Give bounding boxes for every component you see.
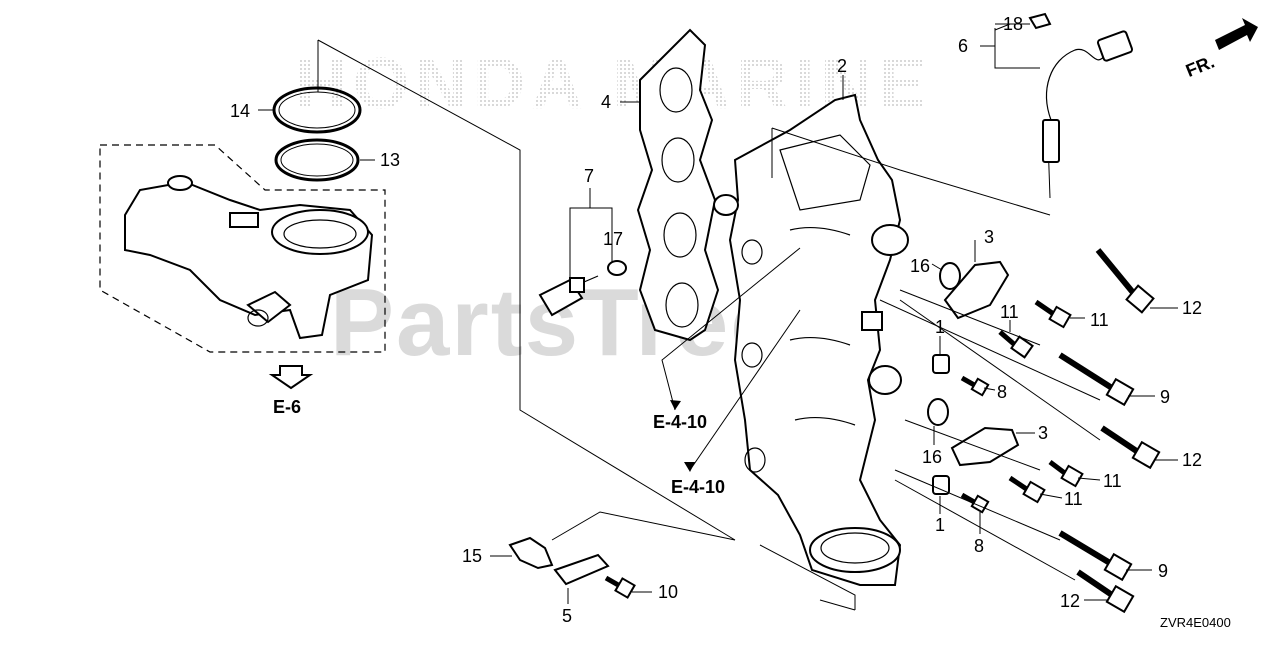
cover-plate-3-lower: [950, 426, 1020, 467]
reference-e6: E-6: [273, 397, 301, 417]
callout-7: 7: [584, 166, 594, 186]
callout-12-top: 12: [1182, 298, 1202, 318]
callout-12-bottom: 12: [1060, 591, 1080, 611]
callout-11-a: 11: [1090, 310, 1109, 330]
thermostat-housing-group: [99, 144, 386, 353]
reference-e4-10-lower: E-4-10: [671, 477, 725, 497]
bolt-8-upper: [960, 375, 990, 397]
gasket-16-upper: [939, 262, 961, 290]
collar-1-upper: [932, 354, 950, 374]
front-direction-arrow: [1215, 18, 1258, 50]
exhaust-manifold-2: [713, 93, 909, 586]
bolt-12-middle: [1100, 425, 1161, 470]
callout-9-upper: 9: [1160, 387, 1170, 407]
direction-marker: FR.: [1183, 52, 1217, 81]
callout-14: 13: [380, 150, 400, 170]
reference-e6-arrow: [268, 365, 314, 390]
callout-1-lower: 1: [935, 515, 945, 535]
o-ring-14: [274, 138, 360, 182]
callout-15: 14: [230, 101, 250, 121]
diagram-code: ZVR4E0400: [1160, 615, 1231, 630]
callout-16-upper: 16: [910, 256, 930, 276]
bolt-10: [604, 575, 636, 599]
callout-4: 4: [601, 92, 611, 112]
callout-11-d: 11: [1064, 489, 1083, 509]
callout-10: 10: [658, 582, 678, 602]
bolt-11-c: [1048, 460, 1084, 488]
callout-16-lower: 16: [922, 447, 942, 467]
bolt-12-bottom: [1076, 569, 1135, 614]
oxygen-sensor-6: [1042, 30, 1134, 199]
callout-2: 2: [837, 56, 847, 76]
bolt-9-upper: [1058, 352, 1135, 407]
bolt-11-b: [998, 330, 1034, 359]
stay-5: [553, 553, 610, 586]
callout-8-upper: 8: [997, 382, 1007, 402]
callout-11-c: 11: [1103, 471, 1122, 491]
washer-17: [607, 260, 627, 276]
callout-17: 17: [603, 229, 623, 249]
bolt-11-a: [1034, 299, 1072, 329]
cover-plate-3-upper: [943, 260, 1010, 320]
callout-1-upper: 1: [935, 317, 945, 337]
callout-5: 5: [562, 606, 572, 626]
bolt-9-lower: [1058, 530, 1133, 582]
callout-11-b: 11: [1000, 302, 1019, 322]
gasket-4: [636, 28, 720, 342]
callout-6: 6: [958, 36, 968, 56]
clamp-13: [508, 536, 554, 570]
temperature-sensor-7: [538, 275, 599, 317]
leader-lines: [258, 23, 1178, 611]
callout-8-lower: 8: [974, 536, 984, 556]
reference-e4-10-arrows: [661, 247, 801, 472]
bolt-12-top: [1095, 248, 1155, 314]
collar-1-lower: [932, 475, 950, 495]
callout-18: 18: [1003, 14, 1023, 34]
clip-18: [1028, 12, 1052, 30]
gasket-16-lower: [927, 398, 949, 426]
callout-13: 15: [462, 546, 482, 566]
reference-e4-10-upper: E-4-10: [653, 412, 707, 432]
callout-12-middle: 12: [1182, 450, 1202, 470]
callout-3-lower: 3: [1038, 423, 1048, 443]
callout-3-upper: 3: [984, 227, 994, 247]
bolt-11-d: [1008, 475, 1046, 504]
callout-9-lower: 9: [1158, 561, 1168, 581]
